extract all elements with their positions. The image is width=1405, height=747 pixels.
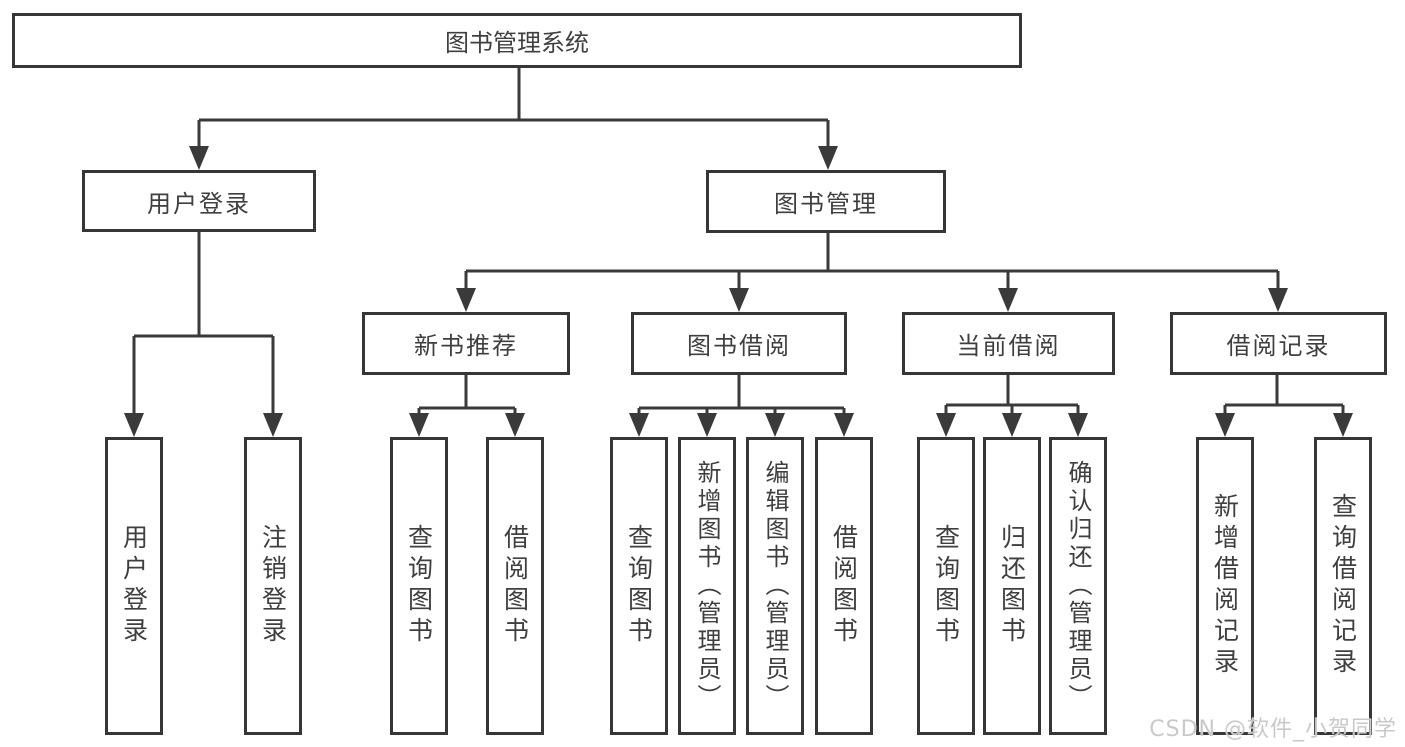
node-root-system: 图书管理系统: [12, 13, 1022, 68]
leaf-label: 用户登录: [119, 524, 149, 648]
leaf-label: 查询图书: [404, 524, 434, 648]
leaf-query-books-current: 查询图书: [917, 437, 975, 735]
node-user-login: 用户登录: [82, 170, 316, 232]
leaf-logout: 注销登录: [244, 437, 302, 735]
leaf-add-borrow-record: 新增借阅记录: [1196, 437, 1254, 735]
leaf-label: 查询图书: [624, 524, 654, 648]
leaf-add-books-admin: 新增图书（管理员）: [678, 437, 736, 735]
leaf-label: 借阅图书: [829, 524, 859, 648]
node-book-management: 图书管理: [706, 170, 946, 233]
leaf-query-books-recommend: 查询图书: [390, 437, 448, 735]
leaf-label: 借阅图书: [500, 524, 530, 648]
node-book-borrow: 图书借阅: [631, 312, 847, 375]
leaf-label: 新增图书（管理员）: [693, 460, 721, 712]
leaf-query-books-borrow: 查询图书: [610, 437, 668, 735]
leaf-user-login: 用户登录: [105, 437, 163, 735]
leaf-query-borrow-record: 查询借阅记录: [1314, 437, 1372, 735]
leaf-label: 归还图书: [997, 524, 1027, 648]
node-new-book-recommend: 新书推荐: [362, 312, 570, 375]
leaf-edit-books-admin: 编辑图书（管理员）: [746, 437, 804, 735]
node-current-borrow: 当前借阅: [902, 312, 1115, 375]
leaf-return-books: 归还图书: [983, 437, 1041, 735]
leaf-borrow-books-recommend: 借阅图书: [486, 437, 544, 735]
leaf-borrow-books: 借阅图书: [815, 437, 873, 735]
leaf-label: 编辑图书（管理员）: [761, 460, 789, 712]
leaf-label: 确认归还（管理员）: [1064, 460, 1092, 712]
leaf-label: 注销登录: [258, 524, 288, 648]
leaf-label: 新增借阅记录: [1210, 493, 1240, 679]
node-borrow-records: 借阅记录: [1170, 312, 1387, 375]
leaf-label: 查询借阅记录: [1328, 493, 1358, 679]
watermark: CSDN @软件_小贺同学: [1149, 717, 1397, 742]
leaf-confirm-return-admin: 确认归还（管理员）: [1049, 437, 1107, 735]
leaf-label: 查询图书: [931, 524, 961, 648]
